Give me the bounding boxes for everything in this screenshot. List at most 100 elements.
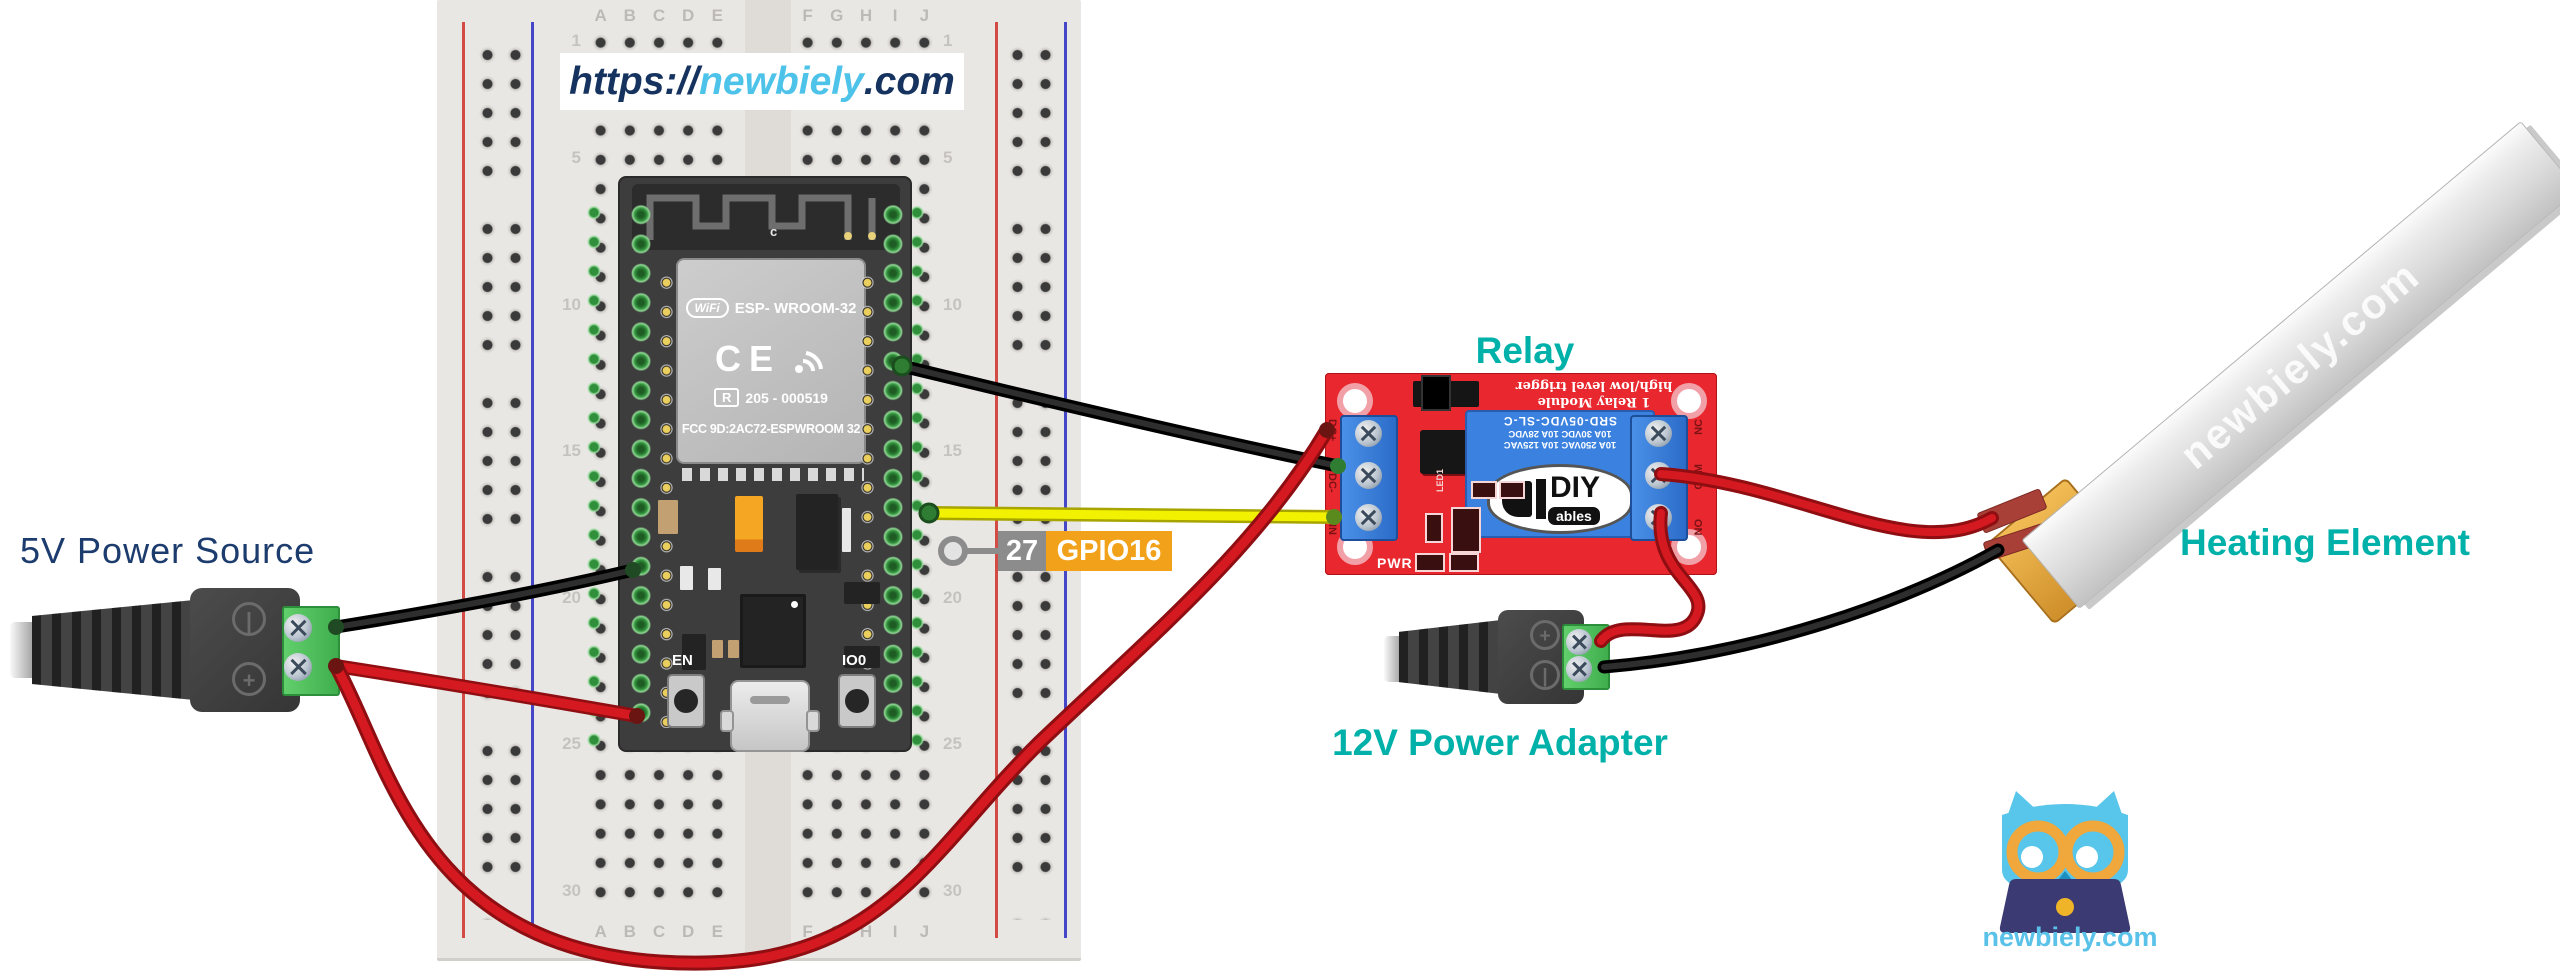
jack-connection-cap — [328, 619, 344, 635]
smd-component — [658, 500, 678, 534]
power-rail-holes-left-1 — [473, 40, 502, 920]
esp32-right-pads — [861, 268, 874, 728]
connected-holes-column-j — [909, 198, 925, 755]
wire-red-relay-com-to-heater — [1657, 470, 1996, 537]
pin-connection-cap — [891, 355, 913, 377]
power-rail-holes-right-2 — [1031, 40, 1060, 920]
gpio-name-badge: GPIO16 — [1046, 531, 1172, 571]
column-letter: I — [892, 922, 898, 941]
micro-usb-connector — [720, 680, 820, 752]
esp32-left-pads — [660, 268, 673, 728]
wire-black-esp32-to-relay — [899, 363, 1341, 469]
relay-connection-cap — [1330, 458, 1346, 474]
smd-component — [682, 634, 706, 670]
smd-resistor — [1471, 481, 1497, 499]
laptop-logo-dot — [2056, 898, 2074, 916]
row-number: 5 — [943, 148, 953, 168]
esp32-antenna — [632, 184, 900, 250]
diyables-logo-text: DIY — [1550, 471, 1601, 504]
wire-black-5v-to-esp32 — [333, 567, 636, 630]
gpio-pin-marker — [938, 536, 968, 566]
pin-connection-cap — [918, 502, 940, 524]
column-letter: D — [682, 922, 695, 941]
esp32-board: c WiFi ESP- WROOM-32 CE R 205 - 000519 F… — [618, 176, 912, 752]
smd-component — [844, 582, 880, 604]
r-certification-mark: R — [714, 388, 740, 407]
column-letter: C — [652, 6, 666, 25]
relay-module-board: 1 Relay Module high/low level trigger DC… — [1325, 373, 1717, 575]
pin-number-badge: 27 — [998, 531, 1046, 571]
relay-connection-cap — [1319, 422, 1335, 438]
smd-component — [728, 640, 739, 658]
wire-red-5v-to-relay — [331, 425, 1332, 968]
column-letter: E — [711, 6, 724, 25]
ce-mark: CE — [714, 338, 781, 379]
rf-logo-icon — [795, 351, 823, 373]
en-button — [667, 674, 705, 728]
row-number: 30 — [562, 880, 581, 900]
wire-black-12v-to-heater — [1601, 547, 2001, 670]
column-letter: J — [919, 922, 930, 941]
esp32-left-pin-header — [628, 200, 654, 728]
url-brand: newbiely — [699, 59, 864, 103]
en-button-label: EN — [672, 652, 693, 669]
column-letter: A — [594, 922, 607, 941]
io0-button — [838, 674, 876, 728]
jack-screw-top — [284, 614, 312, 642]
relay-component: 10A 250VAC 10A 125VAC 10A 30VDC 10A 28VD… — [1465, 410, 1655, 538]
terminal-label: IN — [1326, 524, 1338, 535]
terminal-screw-nc — [1645, 420, 1672, 447]
smd-resistor — [1499, 481, 1525, 499]
smd-component — [842, 508, 851, 552]
polarity-symbol-negative: | — [232, 602, 266, 636]
column-letter: F — [802, 922, 813, 941]
transistor-component — [796, 494, 838, 570]
smd-component — [844, 646, 880, 668]
antenna-label: c — [770, 224, 778, 239]
column-letter: H — [859, 6, 873, 25]
heating-element-label: Heating Element — [2180, 522, 2470, 563]
smd-resistor — [1415, 553, 1445, 572]
column-letter: C — [652, 922, 666, 941]
url-prefix: https:// — [569, 59, 700, 103]
jack-barrel — [32, 600, 194, 700]
owl-eye-right — [2076, 846, 2098, 868]
module-name: ESP- WROOM-32 — [734, 299, 857, 317]
row-number: 1 — [571, 31, 581, 50]
smd-transistor-area — [1451, 507, 1481, 553]
esp32-right-pin-header — [880, 200, 906, 728]
wifi-logo: WiFi — [685, 298, 729, 318]
polarity-symbol-positive: + — [232, 662, 266, 696]
column-letter: F — [802, 6, 813, 25]
jack-screw-top — [1566, 629, 1592, 655]
relay-label: Relay — [1475, 330, 1575, 371]
column-letter: I — [892, 6, 898, 25]
terminal-screw-dc-plus — [1355, 420, 1382, 447]
wire-black-12v-to-heater-outer — [1597, 543, 2005, 674]
row-number: 20 — [943, 587, 962, 607]
pin-connection-cap — [629, 708, 645, 724]
wire-red-relay-no-to-12v — [1597, 509, 1703, 645]
mounting-hole — [1671, 383, 1707, 419]
pin-connection-cap — [625, 562, 641, 578]
column-letter: D — [682, 6, 695, 25]
row-number: 15 — [943, 441, 962, 461]
column-letter: B — [623, 6, 636, 25]
row-number: 30 — [943, 880, 962, 900]
esp32-shield: WiFi ESP- WROOM-32 CE R 205 - 000519 FCC… — [676, 258, 866, 464]
terminal-screw-in — [1355, 504, 1382, 531]
polarity-symbol-positive: + — [1530, 620, 1560, 650]
row-number: 15 — [562, 441, 581, 461]
smd-resistor — [1449, 553, 1479, 572]
connected-holes-column-a — [586, 198, 602, 755]
row-number: 10 — [562, 294, 581, 314]
power-rail-blue-line-left — [531, 22, 534, 938]
diyables-logo-mark2 — [1536, 479, 1546, 519]
smd-resistor — [1425, 513, 1443, 543]
fcc-id: FCC 9D:2AC72-ESPWROOM 32 — [681, 422, 861, 436]
jack-connection-cap — [328, 658, 344, 674]
